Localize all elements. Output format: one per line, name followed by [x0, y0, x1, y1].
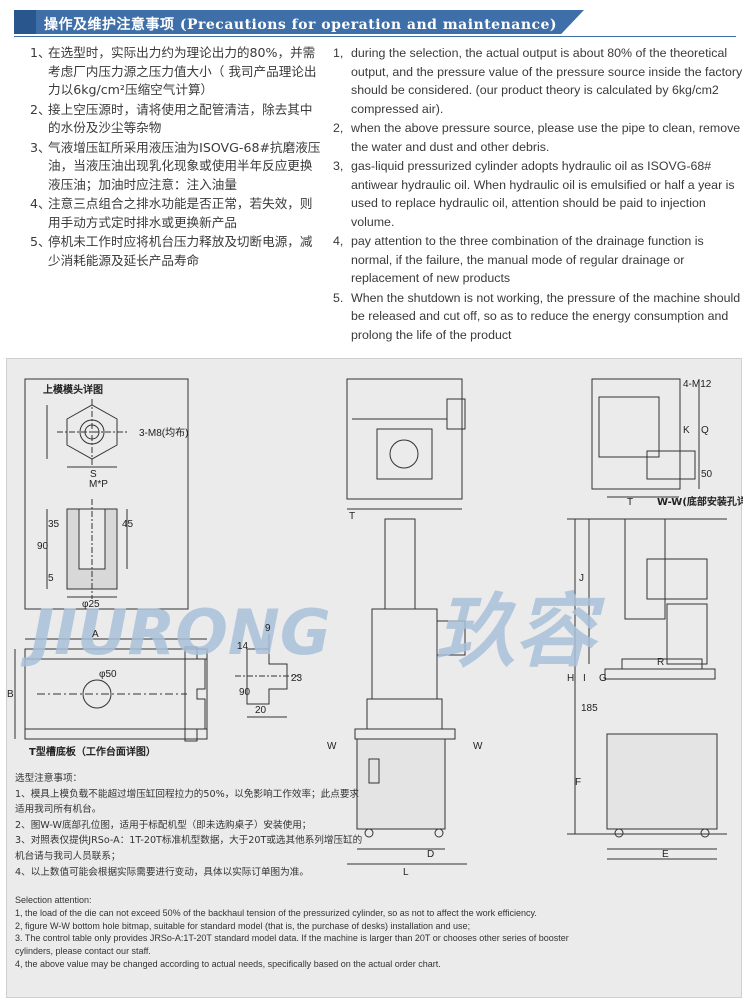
watermark-cn: 玖容 [435, 585, 605, 678]
label-m8: 3-M8(均布) [139, 427, 188, 439]
banner-divider [14, 36, 736, 37]
press-top-view [346, 378, 463, 500]
precaution-en-item: 1,during the selection, the actual outpu… [333, 46, 743, 116]
selection-line-cn: 4、以上数值可能会根据实际需要进行变动，具体以实际订单图为准。 [15, 866, 309, 878]
label-mp: M*P [89, 479, 108, 490]
label-b: B [7, 689, 14, 700]
selection-title-en: Selection attention: [15, 895, 92, 905]
label-23: 23 [291, 673, 303, 684]
label-g: G [599, 673, 607, 684]
precaution-cn-item: 4、注意三点组合之排水功能是否正常，若失效，则用手动方式定时排水或更换新产品 [30, 196, 313, 230]
selection-title-cn: 选型注意事项： [15, 773, 83, 784]
t-slot-title: T型槽底板（工作台面详图） [29, 745, 156, 758]
label-s: S [90, 469, 97, 480]
precautions-cn-list: 1、在选型时，实际出力约为理论出力的80%，并需考虑厂内压力源之压力值大小（ 我… [30, 44, 322, 271]
t-slot-plate [24, 648, 208, 740]
label-w-left: W [327, 741, 337, 752]
label-a: A [92, 629, 99, 640]
label-i: I [583, 673, 586, 684]
label-l: L [403, 867, 409, 878]
watermark-en: JIURONG [20, 596, 331, 669]
precaution-cn-item: 3、气液增压缸所采用液压油为ISOVG-68#抗磨液压油，当液压油出现乳化现象或… [30, 139, 321, 192]
press-side-top [591, 378, 681, 490]
selection-notes-cn: 选型注意事项： 1、模具上模负载不能超过增压缸回程拉力的50%，以免影响工作效率… [15, 771, 365, 880]
label-t-side: T [627, 497, 633, 508]
label-185: 185 [581, 703, 598, 714]
t-slot-section [246, 648, 288, 705]
precaution-en-item: 3,gas-liquid pressurized cylinder adopts… [333, 159, 735, 229]
label-f: F [575, 777, 581, 788]
precaution-en-item: 2,when the above pressure source, please… [333, 121, 741, 154]
drawing-canvas: JIURONG 玖容 上模模头详图 3-M8(均布) M*P S 35 45 9… [7, 378, 743, 878]
label-5: 5 [48, 573, 54, 584]
label-90: 90 [37, 541, 49, 552]
upper-die-title: 上模模头详图 [43, 383, 103, 396]
selection-line-cn: 1、模具上模负载不能超过增压缸回程拉力的50%，以免影响工作效率；此点要求适用我… [15, 788, 360, 816]
label-m12: 4-M12 [683, 379, 712, 390]
label-q: Q [701, 425, 709, 436]
press-cabinet [356, 738, 446, 830]
upper-die-frame [24, 378, 189, 610]
label-14: 14 [237, 641, 249, 652]
selection-line-cn: 2、图W-W底部孔位图，适用于标配机型（即未选购桌子）安装使用； [15, 819, 312, 831]
label-9: 9 [265, 623, 271, 634]
label-35: 35 [48, 519, 60, 530]
selection-line-en: 1, the load of the die can not exceed 50… [15, 907, 537, 918]
label-w-right: W [473, 741, 483, 752]
label-phi25: φ25 [82, 599, 100, 610]
selection-line-en: 2, figure W-W bottom hole bitmap, suitab… [15, 920, 471, 931]
label-45: 45 [122, 519, 134, 530]
precautions-en-list: 1,during the selection, the actual outpu… [333, 44, 745, 345]
banner-tab [14, 10, 36, 34]
selection-notes-en: Selection attention: 1, the load of the … [15, 894, 575, 971]
label-j: J [579, 573, 584, 584]
label-h: H [567, 673, 574, 684]
label-t: T [349, 511, 355, 522]
label-k: K [683, 425, 690, 436]
label-phi50: φ50 [99, 669, 117, 680]
precaution-cn-item: 5、停机未工作时应将机台压力释放及切断电源，减少消耗能源及延长产品寿命 [30, 234, 313, 268]
selection-line-cn: 3、对照表仅提供JRSo-A：1T-20T标准机型数据，大于20T或选其他系列增… [15, 835, 363, 862]
label-r: R [657, 657, 664, 668]
technical-drawing: JIURONG 玖容 上模模头详图 3-M8(均布) M*P S 35 45 9… [6, 358, 743, 998]
selection-line-en: 4, the above value may be changed accord… [15, 958, 441, 969]
section-banner: 操作及维护注意事项 (Precautions for operation and… [14, 6, 736, 37]
label-d: D [427, 849, 434, 860]
side-cabinet [606, 733, 718, 830]
section-title: 操作及维护注意事项 (Precautions for operation and… [44, 17, 558, 33]
press-cylinder [384, 518, 416, 610]
label-20: 20 [255, 705, 267, 716]
precaution-en-item: 4,pay attention to the three combination… [333, 234, 704, 285]
label-e: E [662, 849, 669, 860]
banner-bar [14, 10, 584, 34]
press-side-body [624, 518, 666, 620]
selection-line-en: 3. The control table only provides JRSo-… [15, 933, 569, 957]
precaution-cn-item: 2、接上空压源时，请将使用之配管清洁，除去其中的水份及沙尘等杂物 [30, 101, 313, 136]
ww-title: W-W(底部安装孔详图) [657, 495, 743, 508]
label-d90: 90 [239, 687, 251, 698]
precaution-en-item: 5.When the shutdown is not working, the … [333, 290, 741, 342]
label-50: 50 [701, 469, 713, 480]
precaution-cn-item: 1、在选型时，实际出力约为理论出力的80%，并需考虑厂内压力源之压力值大小（ 我… [30, 45, 317, 97]
